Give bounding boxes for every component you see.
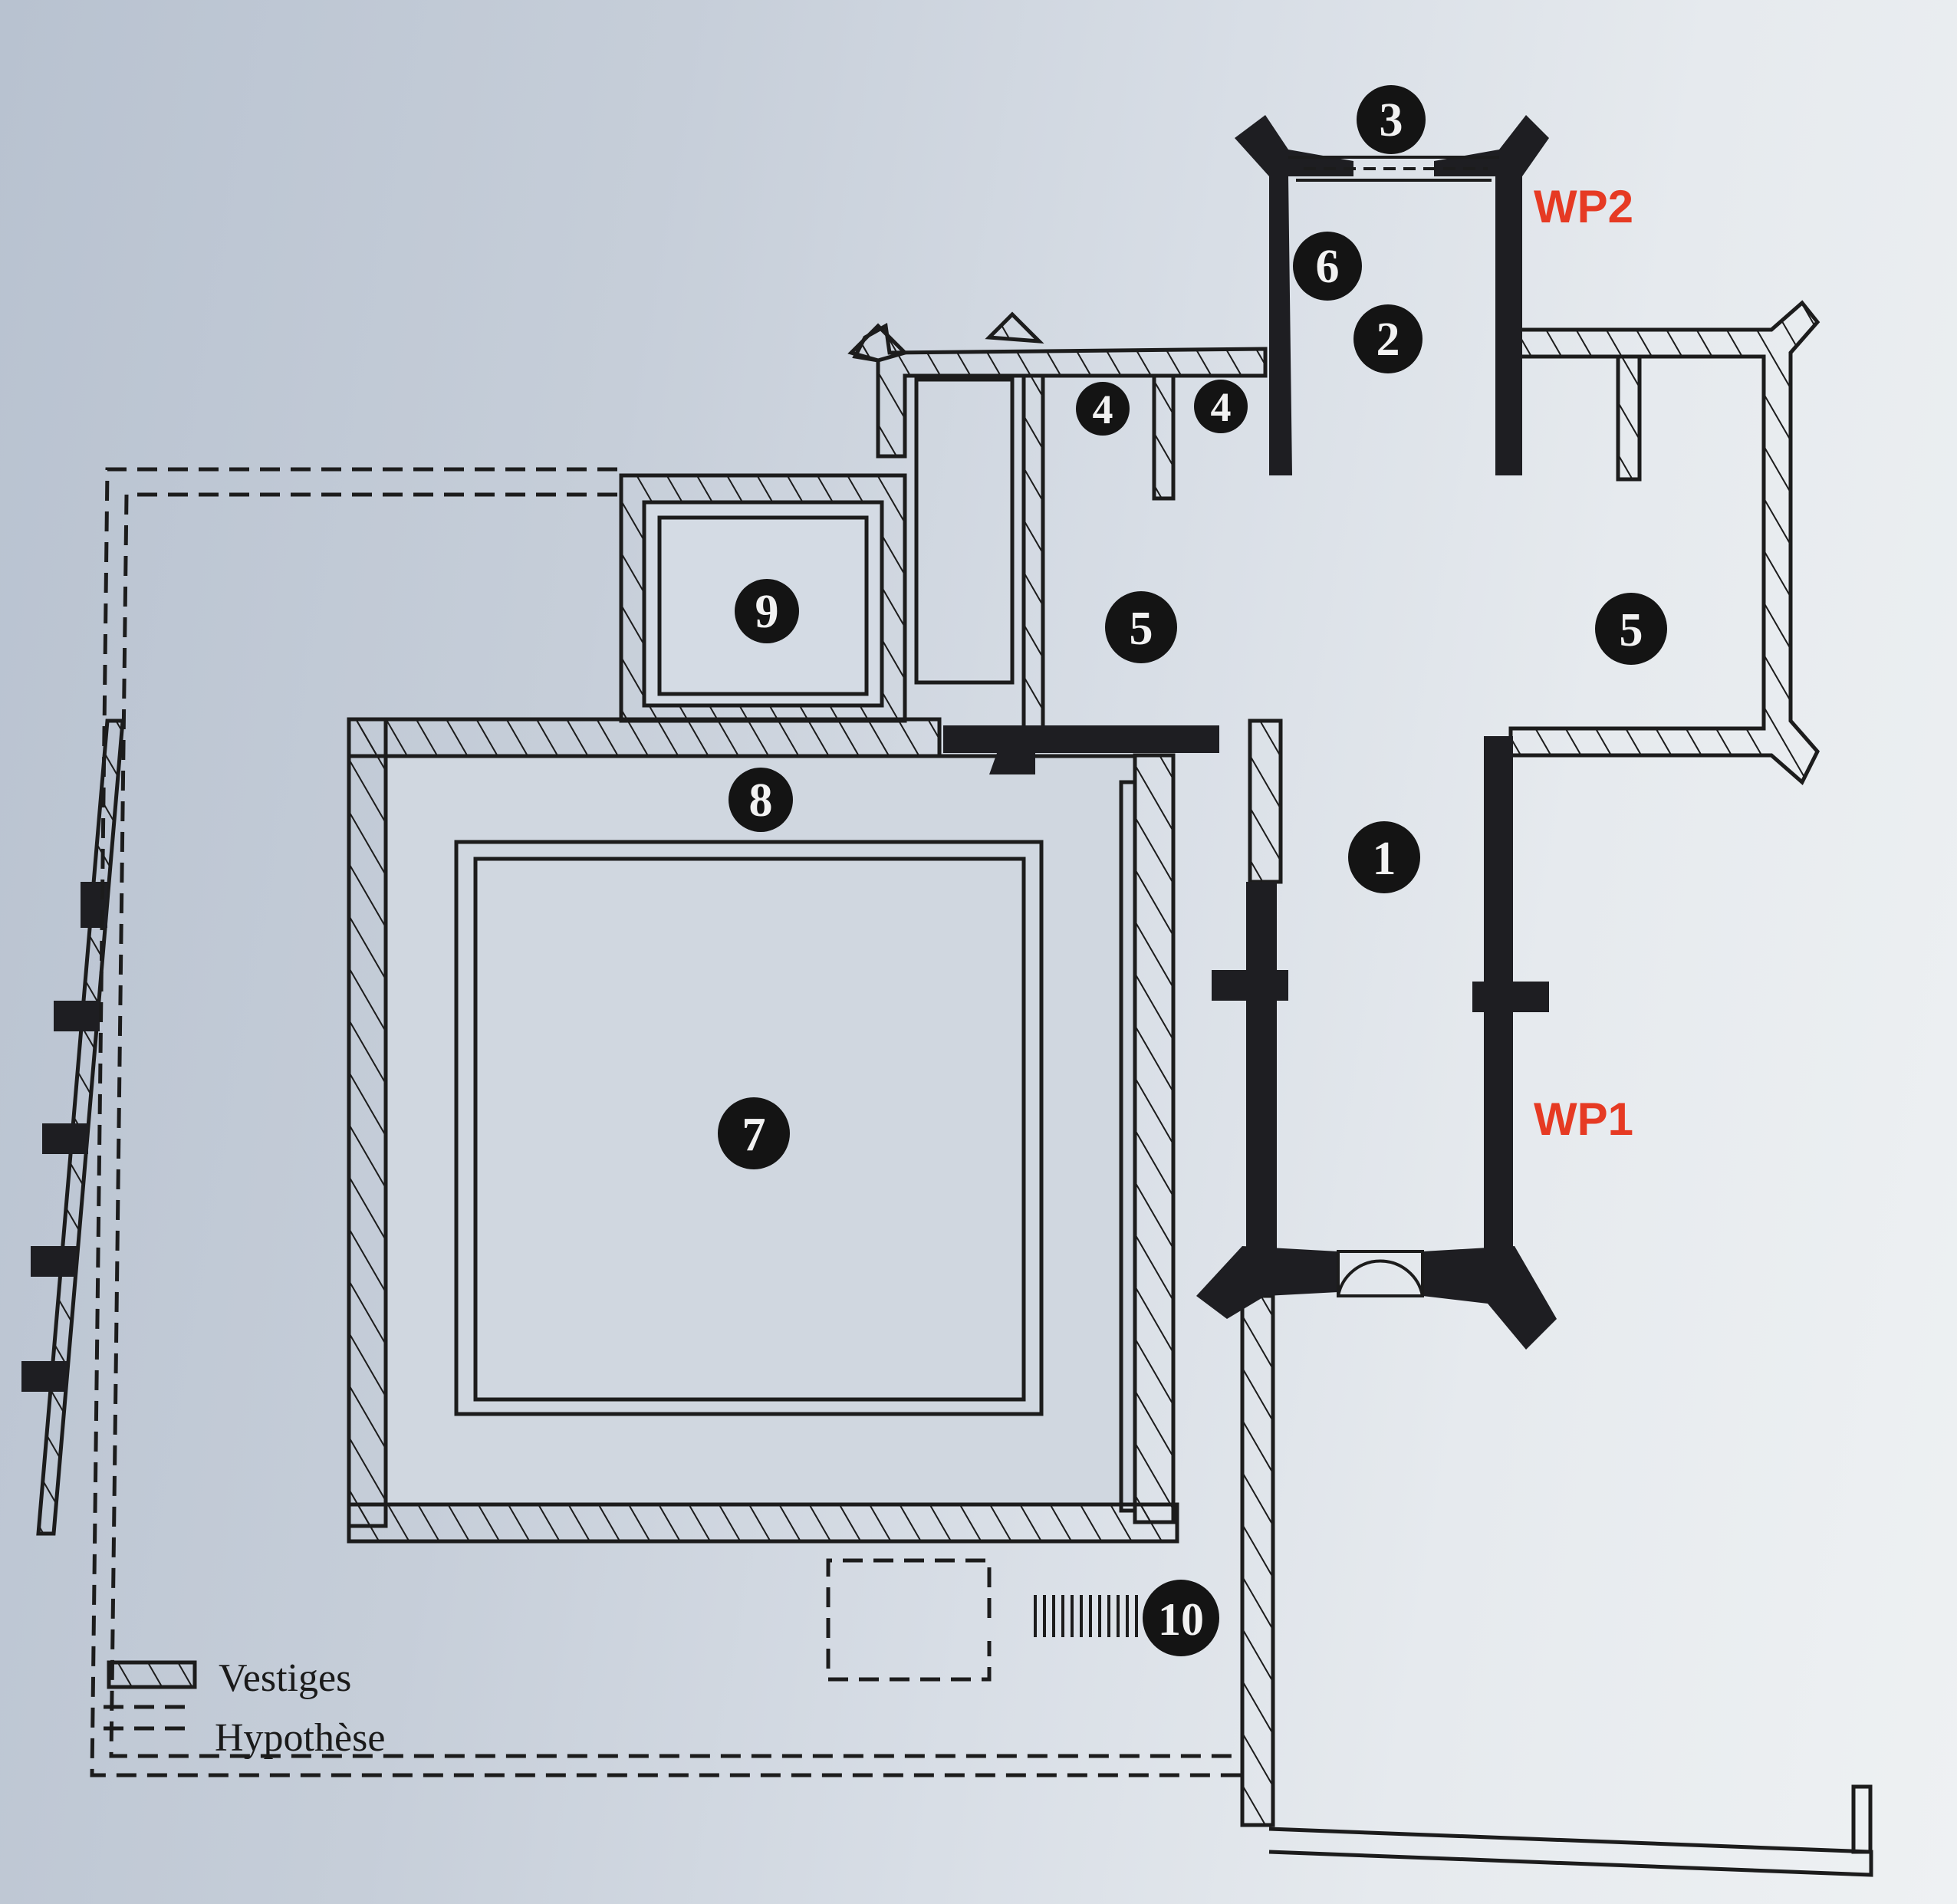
- marker-4b[interactable]: 4: [1194, 380, 1248, 433]
- svg-text:6: 6: [1316, 241, 1340, 293]
- solid-walls: [21, 115, 1557, 1392]
- west-wall-tower-4: [31, 1246, 77, 1277]
- wall-north-right-arm: [1508, 300, 1821, 786]
- waypoint-annotations: WP2 WP1: [1534, 181, 1633, 1145]
- svg-text:10: 10: [1158, 1594, 1204, 1645]
- nave-left-wall-upper: [1248, 719, 1283, 884]
- marker-7[interactable]: 7: [718, 1097, 790, 1169]
- marker-5a[interactable]: 5: [1105, 591, 1177, 663]
- svg-text:4: 4: [1211, 384, 1232, 430]
- nave-left-buttress: [1212, 970, 1288, 1001]
- marker-5b[interactable]: 5: [1595, 593, 1667, 665]
- hypothesis-outer-line: [90, 467, 1242, 1777]
- legend-hatched-swatch: [107, 1660, 197, 1689]
- nave-left-wall: [1246, 882, 1277, 1250]
- doorway: [1337, 1250, 1424, 1297]
- waypoint-wp1[interactable]: WP1: [1534, 1093, 1633, 1145]
- legend-label-vestiges: Vestiges: [219, 1656, 351, 1700]
- facade-left-buttress: [1196, 1246, 1338, 1319]
- courtyard-wall-left: [347, 717, 388, 1528]
- waypoint-wp2[interactable]: WP2: [1534, 181, 1633, 232]
- hypothesis-lines: [90, 467, 1242, 1777]
- hypothesis-annex: [826, 1558, 992, 1682]
- steps: [1034, 1595, 1138, 1637]
- cloister-outer: [454, 840, 1044, 1416]
- apse-left-wall: [1235, 115, 1353, 475]
- wall-right-chapel-divider: [1616, 354, 1642, 482]
- room-9-inner: [657, 515, 869, 696]
- wall-chapel-mid: [1152, 373, 1176, 501]
- marker-3[interactable]: 3: [1357, 85, 1426, 154]
- marker-10[interactable]: 10: [1143, 1580, 1219, 1656]
- south-east-wall: [1268, 1784, 1873, 1877]
- south-transept-solid-wall: [943, 725, 1219, 753]
- gable-left: [847, 323, 909, 363]
- legend-label-hypothese: Hypothèse: [215, 1716, 385, 1760]
- marker-8[interactable]: 8: [729, 768, 793, 832]
- svg-text:1: 1: [1373, 833, 1396, 885]
- legend: Vestiges Hypothèse: [215, 1656, 385, 1760]
- marker-6[interactable]: 6: [1293, 232, 1362, 301]
- north-corridor: [914, 377, 1015, 685]
- apse-right-wall: [1434, 115, 1549, 475]
- doorway-arch: [1337, 1259, 1424, 1297]
- courtyard-wall-right: [1133, 753, 1176, 1524]
- gallery-edge: [1119, 780, 1137, 1513]
- south-boundary-wall: [1268, 1827, 1873, 1877]
- solid-buttress: [989, 753, 1035, 774]
- marker-9[interactable]: 9: [735, 579, 799, 643]
- courtyard-wall-top: [347, 717, 942, 758]
- gable-mid: [985, 311, 1044, 344]
- west-wall-tower-2: [54, 1001, 100, 1031]
- svg-text:4: 4: [1093, 386, 1113, 432]
- marker-4a[interactable]: 4: [1076, 382, 1130, 436]
- marker-2[interactable]: 2: [1353, 304, 1423, 373]
- west-wall-tower-3: [42, 1123, 88, 1154]
- markers: 1 2 3 4 4 5 5 6 7 8 9 10: [718, 85, 1667, 1656]
- svg-text:8: 8: [749, 774, 773, 827]
- cloister-inner: [473, 857, 1026, 1402]
- marker-1[interactable]: 1: [1348, 821, 1420, 893]
- wall-chapel-divider: [1021, 373, 1045, 731]
- facade-right-buttress: [1423, 1246, 1557, 1350]
- nave-right-buttress: [1472, 982, 1549, 1012]
- svg-text:5: 5: [1620, 604, 1643, 656]
- svg-text:7: 7: [742, 1109, 766, 1161]
- svg-text:3: 3: [1380, 94, 1403, 146]
- svg-text:2: 2: [1376, 314, 1400, 366]
- apse-detail: [1288, 156, 1499, 1297]
- svg-text:5: 5: [1130, 603, 1153, 655]
- courtyard-wall-bottom: [347, 1502, 1179, 1544]
- svg-text:9: 9: [755, 586, 779, 638]
- nave-left-wall-lower: [1240, 1294, 1275, 1827]
- boundary-post: [1851, 1784, 1873, 1854]
- west-wall-tower-5: [21, 1361, 67, 1392]
- hypothesis-inner-line: [109, 492, 1242, 1758]
